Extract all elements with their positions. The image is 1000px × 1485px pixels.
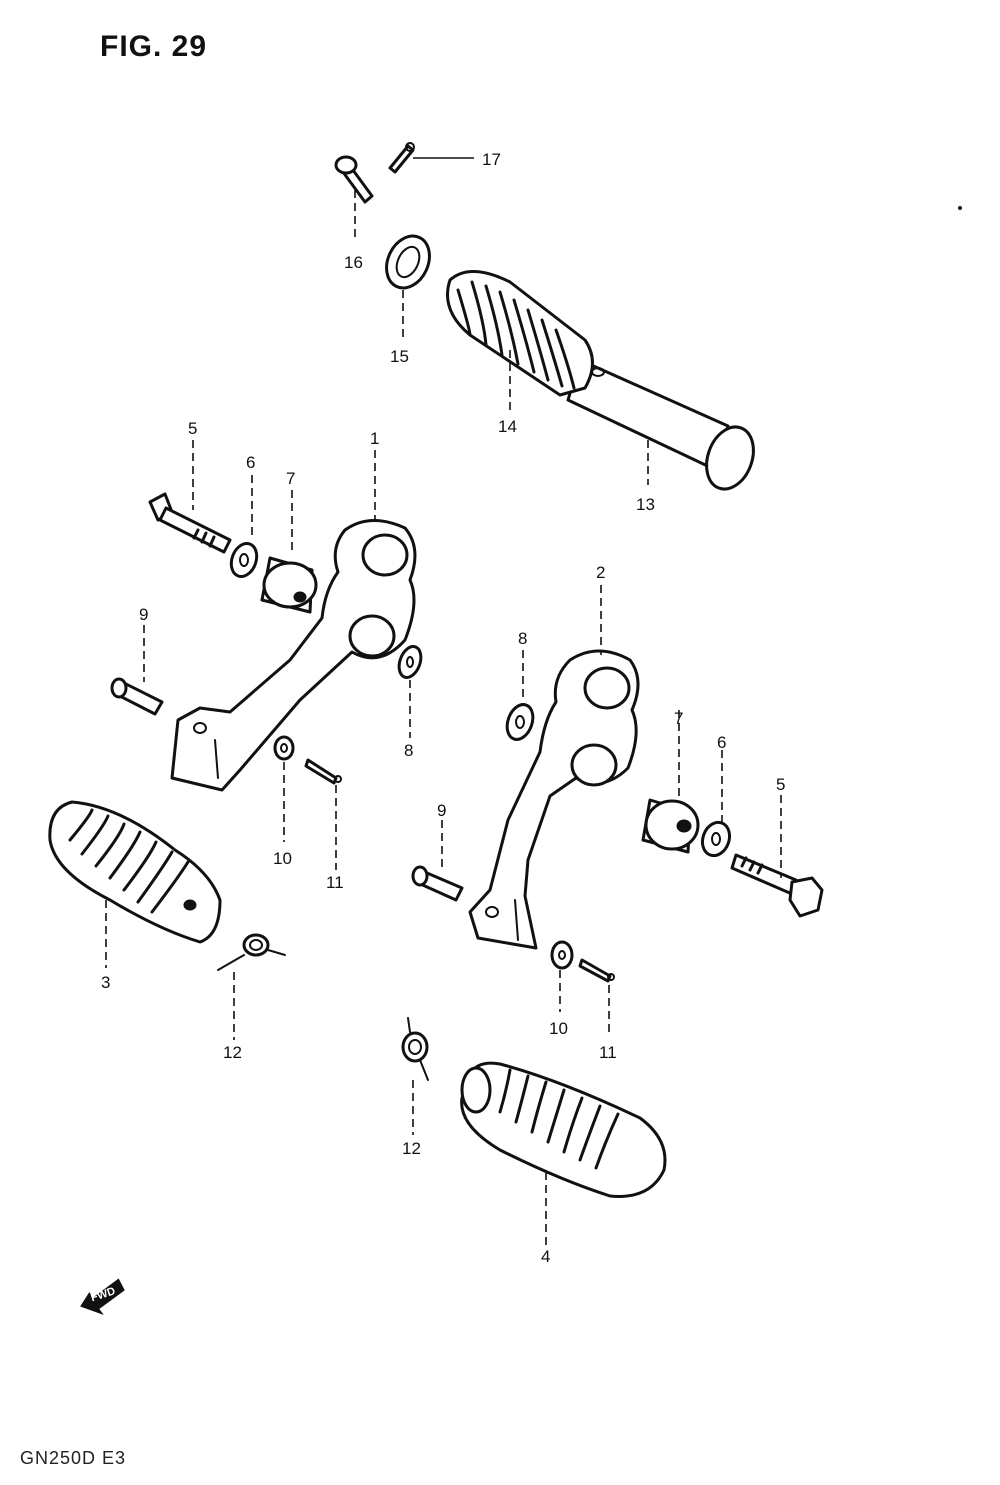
footrest-bracket-2 xyxy=(468,649,640,950)
pin-9-right xyxy=(411,865,464,902)
callout-numbers: 17 16 15 14 13 5 1 6 7 9 8 10 11 3 12 2 … xyxy=(101,150,785,1266)
footrest-rubber-14 xyxy=(446,270,594,397)
callout-5-right: 5 xyxy=(776,775,785,794)
washer-6-left xyxy=(229,542,259,578)
pin-9-left xyxy=(110,677,164,716)
callout-16: 16 xyxy=(344,253,363,272)
bolt-5-right xyxy=(730,853,824,918)
washer-10-right xyxy=(550,940,574,970)
callout-12-left: 12 xyxy=(223,1043,242,1062)
model-code: GN250D E3 xyxy=(20,1448,127,1468)
callout-6-right: 6 xyxy=(717,733,726,752)
callout-12-right: 12 xyxy=(402,1139,421,1158)
callout-6-left: 6 xyxy=(246,453,255,472)
callout-14: 14 xyxy=(498,417,517,436)
footrest-rubber-3 xyxy=(48,800,222,944)
callout-1: 1 xyxy=(370,429,379,448)
callout-10-right: 10 xyxy=(549,1019,568,1038)
callout-11-right: 11 xyxy=(599,1043,617,1062)
callout-11-left: 11 xyxy=(326,873,344,892)
figure-title: FIG. 29 xyxy=(100,30,208,63)
callout-5-left: 5 xyxy=(188,419,197,438)
collar-7-right xyxy=(641,798,700,854)
footrest-rubber-4 xyxy=(460,1061,667,1198)
callout-3: 3 xyxy=(101,973,110,992)
scan-speck xyxy=(958,206,962,210)
washer-8-left xyxy=(397,645,423,679)
callout-7-right: 7 xyxy=(674,709,683,728)
bolt-5-left xyxy=(148,492,232,554)
collar-7-left xyxy=(260,556,318,614)
callout-17: 17 xyxy=(482,150,501,169)
washer-10-left xyxy=(273,735,295,761)
leader-lines xyxy=(105,157,782,1245)
callout-8-right: 8 xyxy=(518,629,527,648)
washer-6-right xyxy=(700,820,732,858)
spring-12-right xyxy=(401,1017,429,1081)
cotter-pin-17 xyxy=(388,142,415,174)
spring-12-left xyxy=(217,933,286,971)
washer-15 xyxy=(385,234,431,290)
cotter-pin-11-right xyxy=(578,958,615,983)
callout-9-left: 9 xyxy=(139,605,148,624)
clevis-pin-16 xyxy=(334,155,374,204)
callout-2: 2 xyxy=(596,563,605,582)
callout-8-left: 8 xyxy=(404,741,413,760)
callout-7-left: 7 xyxy=(286,469,295,488)
callout-9-right: 9 xyxy=(437,801,446,820)
forward-direction-arrow: FWD xyxy=(80,1278,125,1315)
footrest-shaft-13 xyxy=(566,358,755,491)
cotter-pin-11-left xyxy=(304,758,342,785)
footrest-bracket-1 xyxy=(170,518,417,792)
callout-13: 13 xyxy=(636,495,655,514)
callout-15: 15 xyxy=(390,347,409,366)
washer-8-right xyxy=(505,703,535,741)
callout-4: 4 xyxy=(541,1247,550,1266)
callout-10-left: 10 xyxy=(273,849,292,868)
